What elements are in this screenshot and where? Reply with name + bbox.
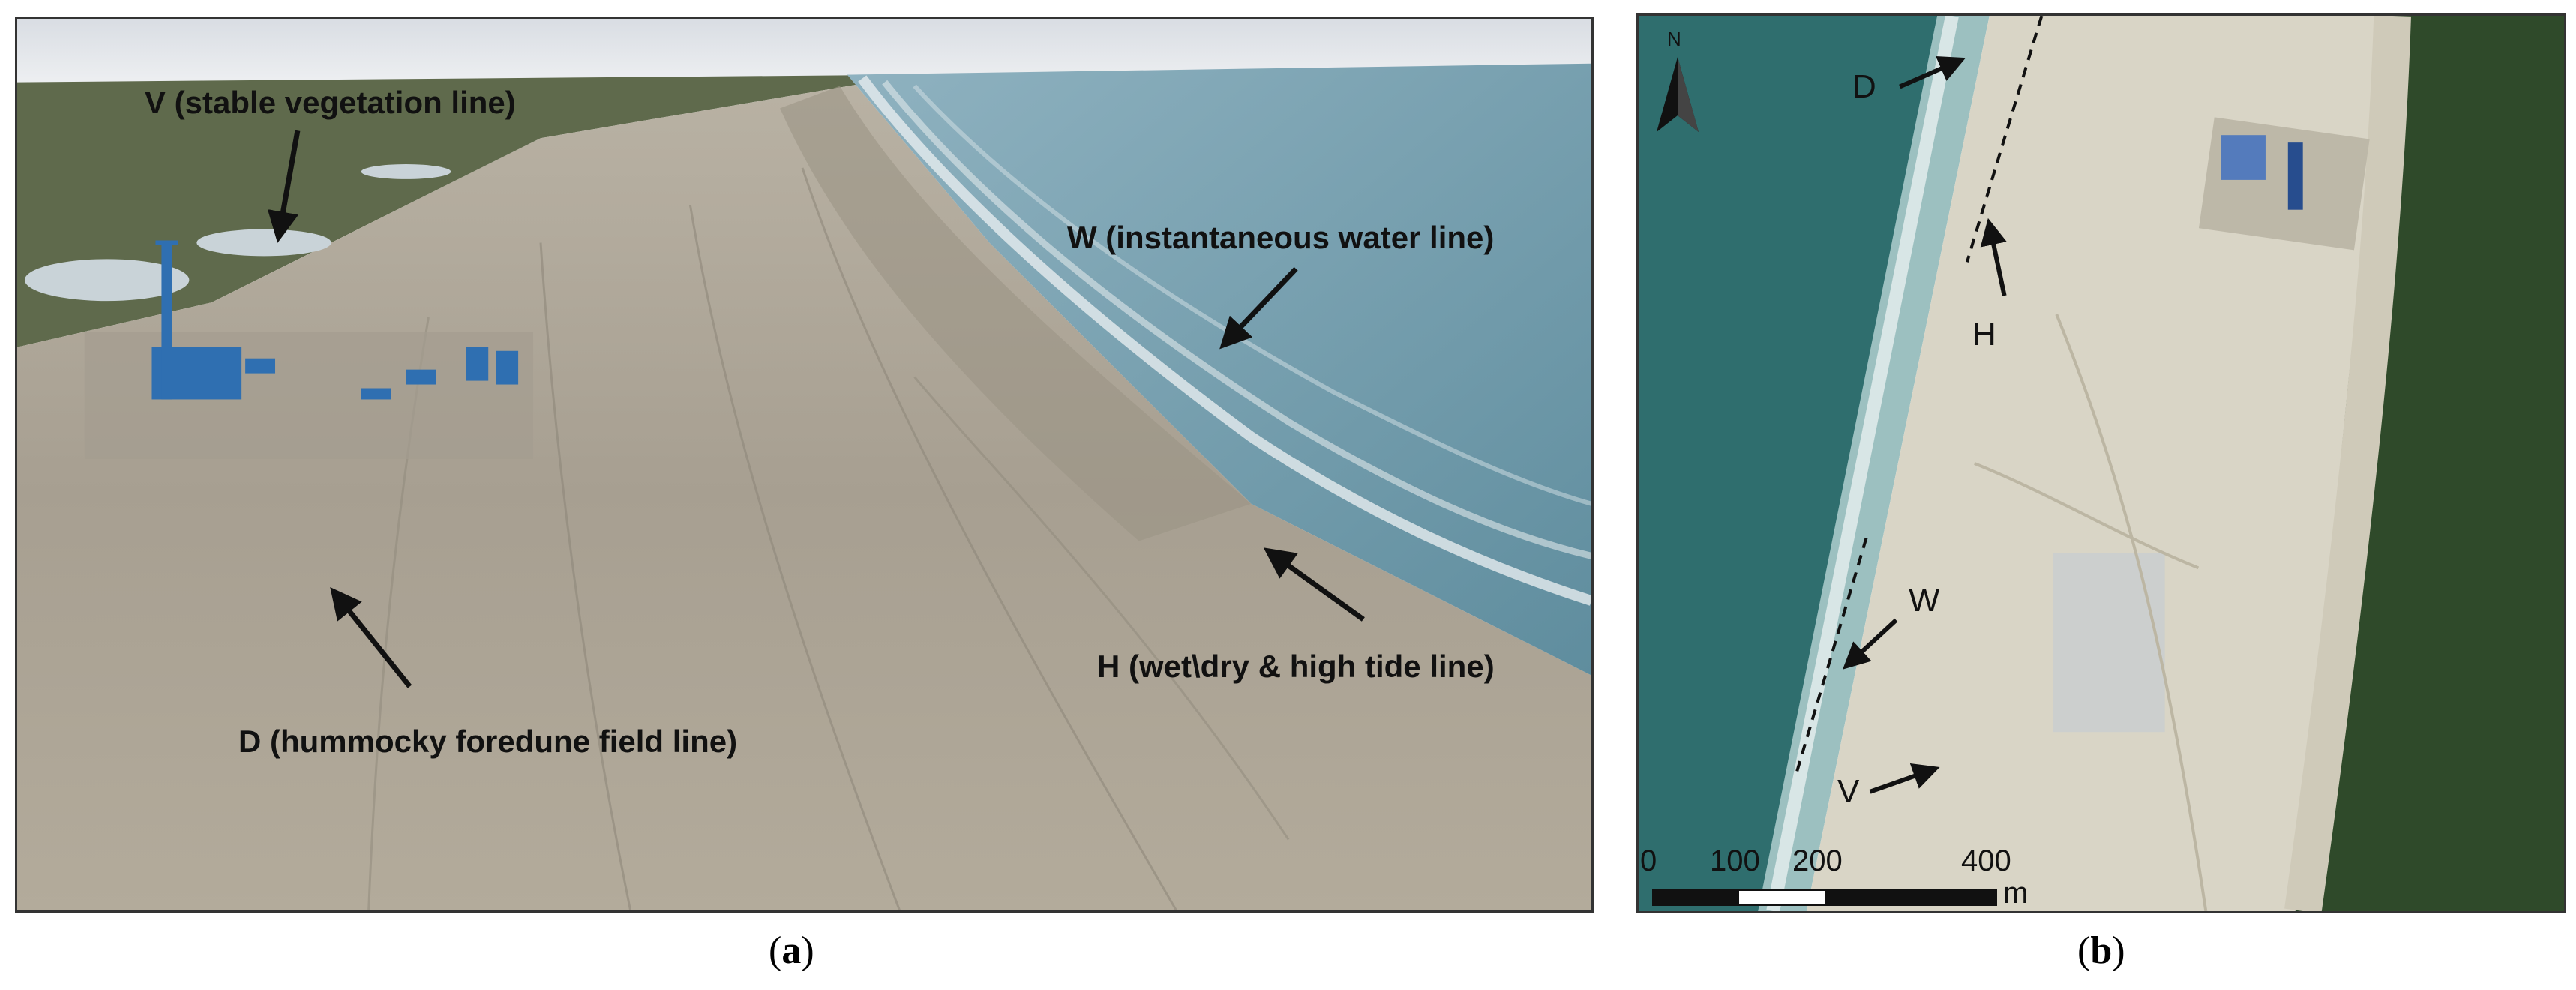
arrow-d [330, 586, 412, 688]
arrow-w [1219, 266, 1298, 350]
annotation-arrows [267, 130, 1365, 688]
label-d-sat: D [1852, 68, 1876, 105]
label-h-sat: H [1972, 316, 1996, 352]
aerial-photo-panel: V (stable vegetation line) W (instantane… [15, 16, 1594, 913]
label-w: W (instantaneous water line) [1067, 220, 1495, 255]
scale-bar [1652, 890, 1997, 906]
arrow-h [1263, 548, 1365, 622]
caption-a: (a) [769, 929, 814, 972]
label-v: V (stable vegetation line) [145, 85, 516, 120]
label-v-sat: V [1837, 773, 1860, 810]
arrow-h-sat [1980, 218, 2007, 296]
arrow-v [267, 130, 301, 243]
scale-tick-0: 0 [1640, 844, 1657, 878]
scale-unit: m [2003, 877, 2029, 910]
satellite-image [1639, 16, 2564, 911]
aerial-photo [17, 19, 1591, 910]
label-h: H (wet\dry & high tide line) [1097, 649, 1495, 684]
caption-b: (b) [2077, 929, 2125, 972]
satellite-image-panel: N D H W V 0 100 200 400 m [1636, 14, 2566, 914]
label-w-sat: W [1909, 582, 1940, 619]
north-label: N [1667, 28, 1681, 50]
satellite-arrows [1843, 56, 2007, 794]
label-d: D (hummocky foredune field line) [238, 724, 738, 759]
arrow-d-sat [1899, 56, 1966, 89]
arrow-v-sat [1869, 764, 1940, 794]
scale-tick-400: 400 [1961, 844, 2011, 878]
scale-tick-200: 200 [1792, 844, 1843, 878]
north-arrow-icon [1657, 57, 1699, 132]
scale-tick-100: 100 [1710, 844, 1760, 878]
arrow-w-sat [1843, 618, 1898, 670]
